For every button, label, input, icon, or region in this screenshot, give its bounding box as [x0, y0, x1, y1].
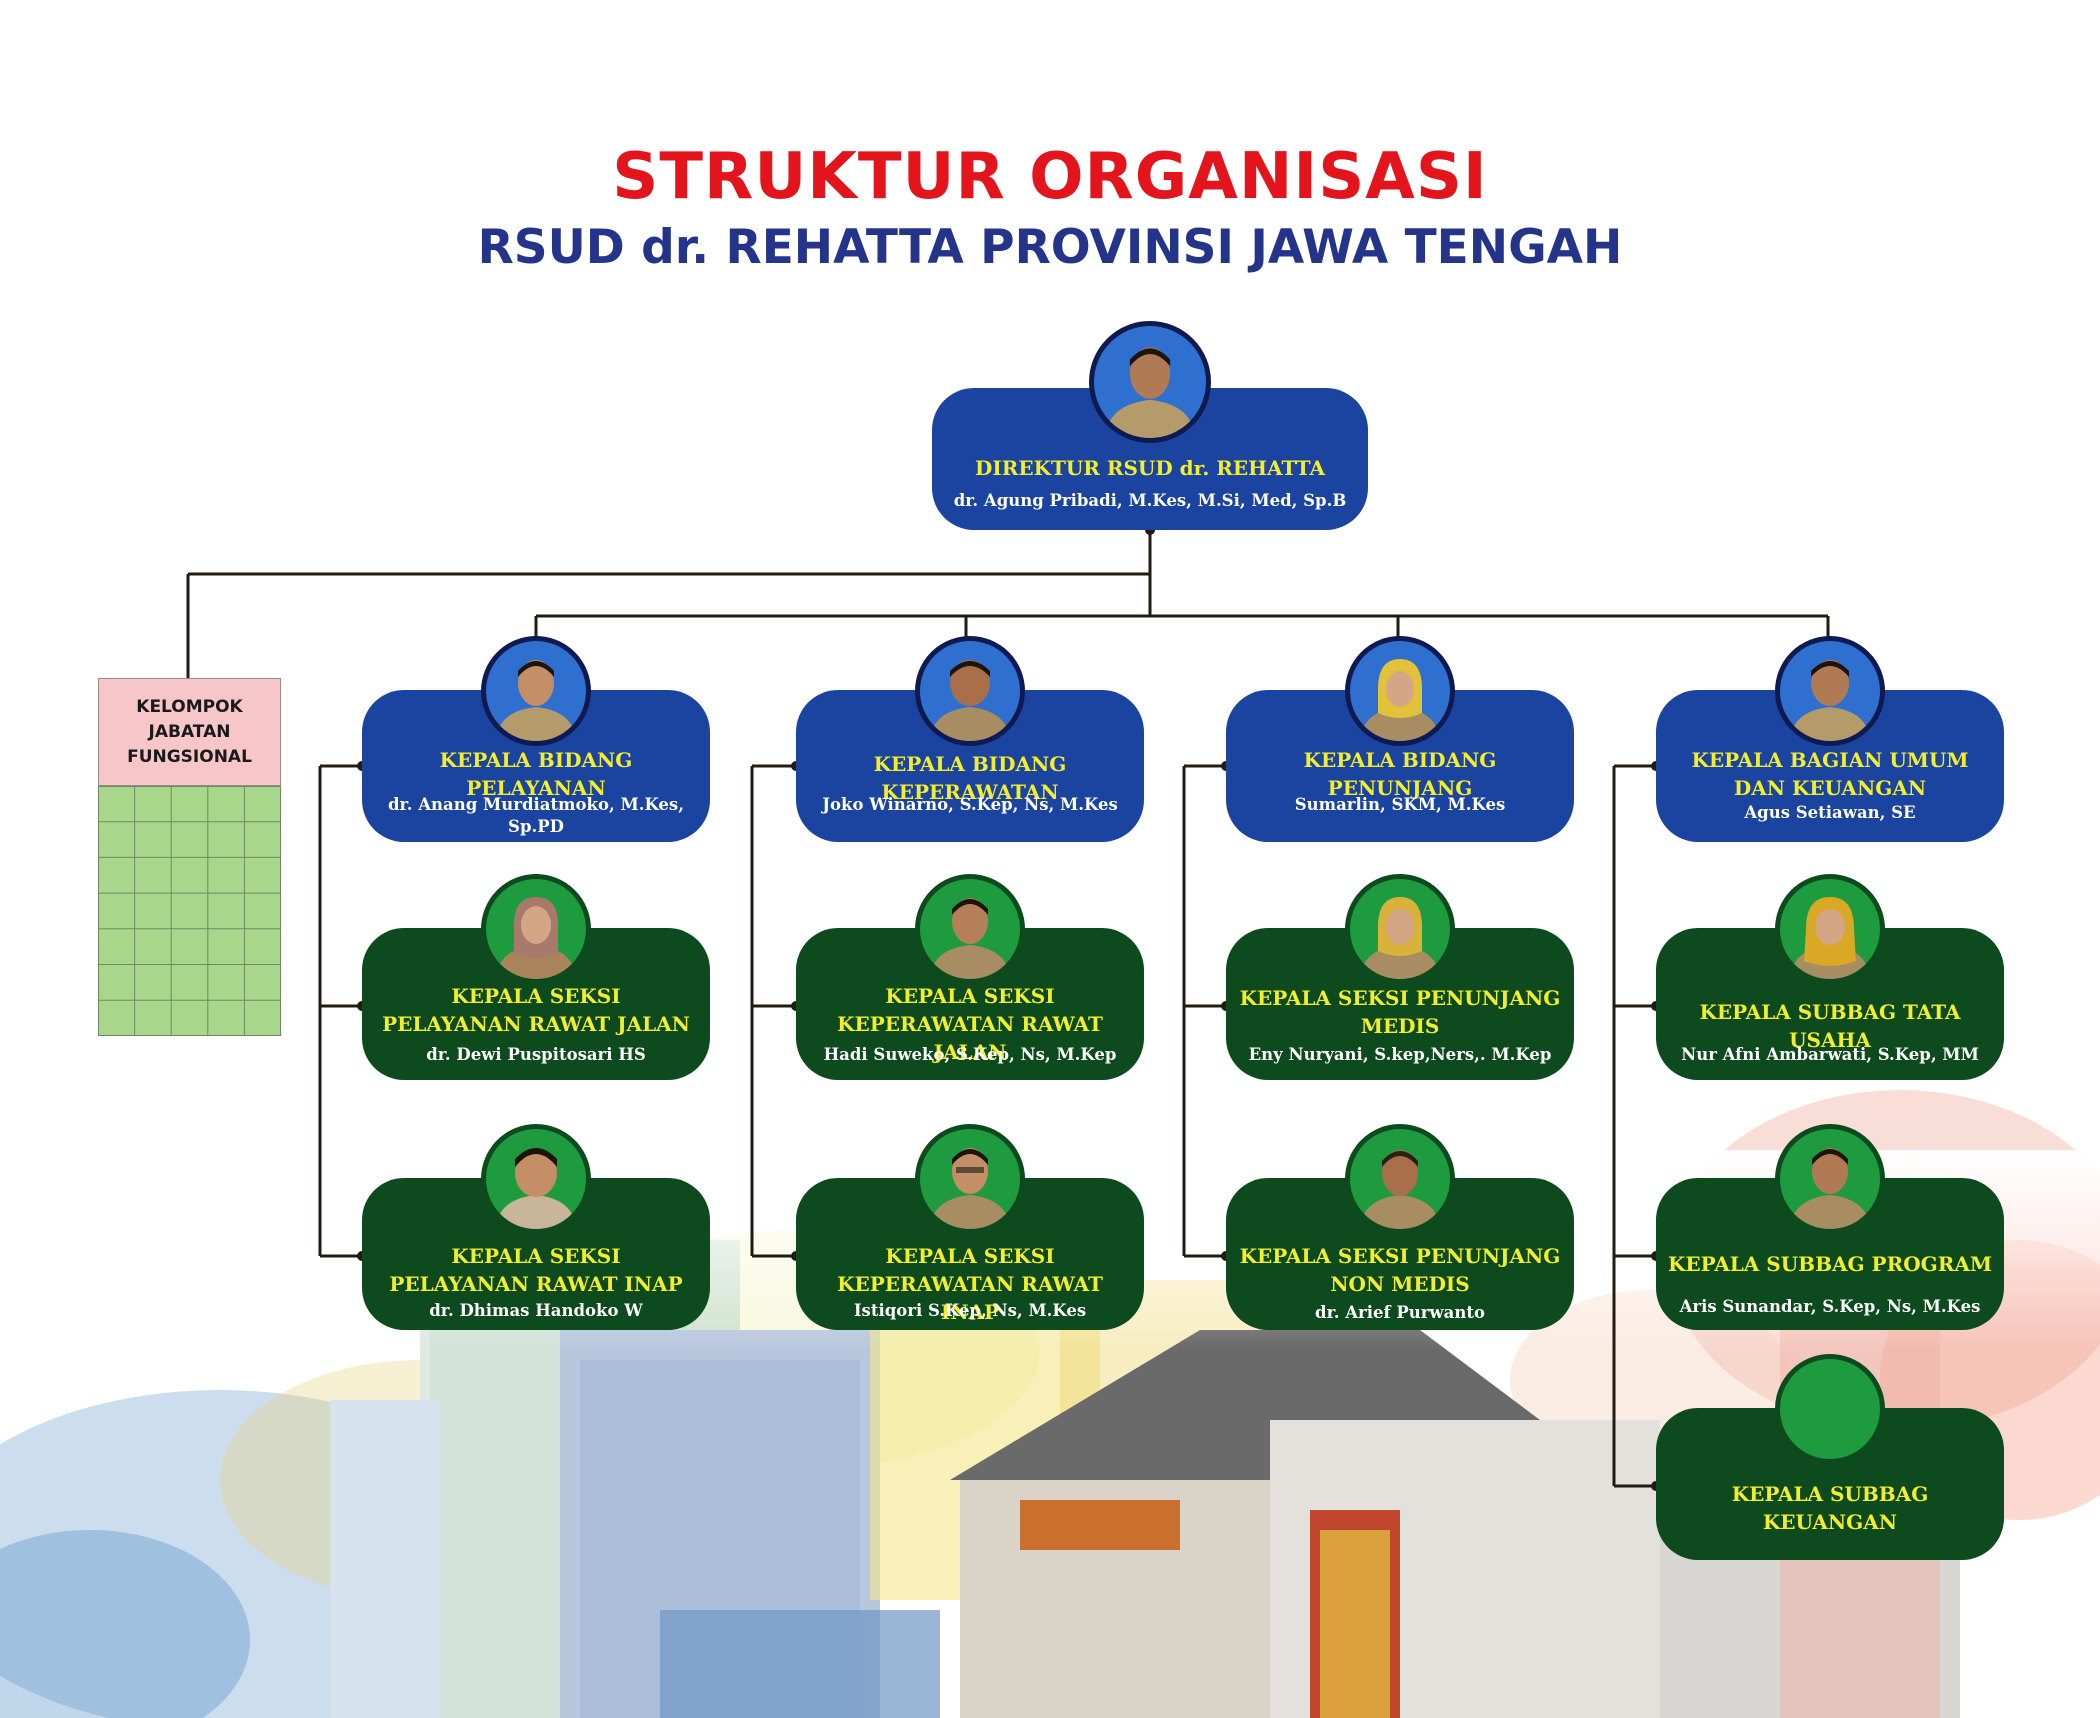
- section-person-name: Istiqori S.Kep, Ns, M.Kes: [853, 1301, 1087, 1320]
- division-head-role: KEPALA BIDANG PELAYANAN: [439, 748, 633, 800]
- section-role-line-2: KEPERAWATAN RAWAT INAP: [837, 1272, 1103, 1324]
- subbag-role: KEPALA SUBBAG TATA USAHA: [1699, 1000, 1961, 1052]
- section-role-line-2: MEDIS: [1360, 1014, 1440, 1038]
- functional-group-label-3: FUNGSIONAL: [127, 747, 252, 767]
- division-head-penunjang-photo-avatar: [1345, 636, 1455, 746]
- division-head-role: KEPALA BIDANG PENUNJANG: [1303, 748, 1497, 800]
- section-rawat-jalan-photo-avatar: [481, 874, 591, 984]
- subbag-keuangan-box: KEPALA SUBBAG KEUANGAN: [1656, 1408, 2004, 1560]
- section-role-line-2: KEPERAWATAN RAWAT JALAN: [837, 1012, 1103, 1064]
- subbag-keuangan-photo-placeholder: [1775, 1354, 1885, 1464]
- section-role-line-1: KEPALA SEKSI: [885, 1244, 1055, 1268]
- division-head-keperawatan-photo-avatar: [915, 636, 1025, 746]
- subbag-person-name: Aris Sunandar, S.Kep, Ns, M.Kes: [1679, 1297, 1981, 1316]
- division-head-penunjang-box: KEPALA BIDANG PENUNJANG Sumarlin, SKM, M…: [1226, 690, 1574, 842]
- section-person-name: dr. Dewi Puspitosari HS: [426, 1045, 646, 1064]
- section-role-line-1: KEPALA SEKSI: [451, 984, 621, 1008]
- division-head-name: Sumarlin, SKM, M.Kes: [1294, 795, 1506, 814]
- functional-group-label-1: KELOMPOK: [136, 697, 243, 717]
- functional-group-header: KELOMPOK JABATAN FUNGSIONAL: [98, 678, 281, 786]
- division-head-role-line-2: DAN KEUANGAN: [1733, 776, 1927, 800]
- subbag-tata-usaha-photo-avatar: [1775, 874, 1885, 984]
- section-rawat-inap-photo-avatar: [481, 1124, 591, 1234]
- section-person-name: dr. Arief Purwanto: [1315, 1303, 1485, 1322]
- page-subtitle: RSUD dr. REHATTA PROVINSI JAWA TENGAH: [477, 220, 1623, 275]
- section-person-name: Eny Nuryani, S.kep,Ners,. M.Kep: [1248, 1045, 1552, 1064]
- section-role-line-1: KEPALA SEKSI: [885, 984, 1055, 1008]
- functional-group-grid: [98, 786, 281, 1036]
- division-head-name: dr. Anang Murdiatmoko, M.Kes, Sp.PD: [388, 795, 684, 836]
- page-title: STRUKTUR ORGANISASI: [612, 140, 1488, 214]
- subbag-role: KEPALA SUBBAG PROGRAM: [1668, 1252, 1992, 1276]
- subbag-role: KEPALA SUBBAG KEUANGAN: [1731, 1482, 1929, 1534]
- section-keperawatan-rawat-jalan-box: KEPALA SEKSI KEPERAWATAN RAWAT JALAN Had…: [796, 928, 1144, 1080]
- section-role-line-1: KEPALA SEKSI PENUNJANG: [1239, 1244, 1561, 1268]
- division-head-umum-keuangan-photo-avatar: [1775, 636, 1885, 746]
- section-penunjang-medis-photo-avatar: [1345, 874, 1455, 984]
- section-role-line-1: KEPALA SEKSI: [451, 1244, 621, 1268]
- section-role-line-2: NON MEDIS: [1330, 1272, 1470, 1296]
- section-keperawatan-rawat-jalan-photo-avatar: [915, 874, 1025, 984]
- section-rawat-inap-box: KEPALA SEKSI PELAYANAN RAWAT INAP dr. Dh…: [362, 1178, 710, 1330]
- subbag-program-photo-avatar: [1775, 1124, 1885, 1234]
- director-photo-avatar: [1089, 321, 1211, 443]
- division-head-role-line-1: KEPALA BAGIAN UMUM: [1691, 748, 1969, 772]
- section-role-line-1: KEPALA SEKSI PENUNJANG: [1239, 986, 1561, 1010]
- section-penunjang-non-medis-photo-avatar: [1345, 1124, 1455, 1234]
- division-head-name: Joko Winarno, S.Kep, Ns, M.Kes: [822, 795, 1118, 814]
- director-name: dr. Agung Pribadi, M.Kes, M.Si, Med, Sp.…: [953, 491, 1347, 510]
- section-person-name: dr. Dhimas Handoko W: [429, 1301, 643, 1320]
- section-role-line-2: PELAYANAN RAWAT INAP: [389, 1272, 683, 1296]
- division-head-pelayanan-photo-avatar: [481, 636, 591, 746]
- section-keperawatan-rawat-inap-photo-avatar: [915, 1124, 1025, 1234]
- division-head-name: Agus Setiawan, SE: [1744, 803, 1916, 822]
- functional-group-label-2: JABATAN: [148, 722, 231, 742]
- section-person-name: Hadi Suweko, S.Kep, Ns, M.Kep: [823, 1045, 1117, 1064]
- division-head-role: KEPALA BIDANG KEPERAWATAN: [873, 752, 1067, 804]
- section-rawat-jalan-box: KEPALA SEKSI PELAYANAN RAWAT JALAN dr. D…: [362, 928, 710, 1080]
- section-role-line-2: PELAYANAN RAWAT JALAN: [382, 1012, 690, 1036]
- subbag-person-name: Nur Afni Ambarwati, S.Kep, MM: [1681, 1045, 1979, 1064]
- director-role: DIREKTUR RSUD dr. REHATTA: [975, 456, 1325, 480]
